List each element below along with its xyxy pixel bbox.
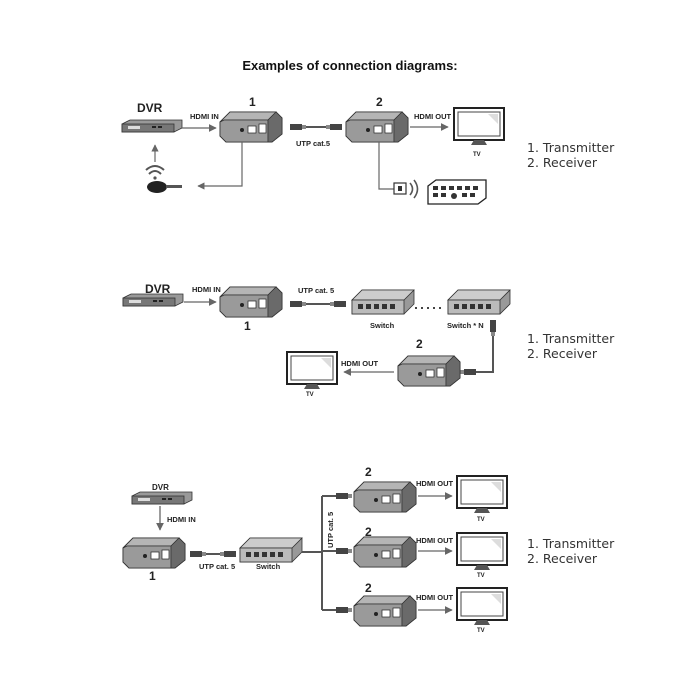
legend-receiver: 2. Receiver	[527, 155, 597, 170]
legend-receiver: 2. Receiver	[527, 346, 597, 361]
legend-receiver: 2. Receiver	[527, 551, 597, 566]
hdmi-out-label: HDMI OUT	[341, 359, 378, 368]
receiver-device	[397, 355, 461, 387]
legend-diagram-3: 1. Transmitter 2. Receiver	[527, 536, 614, 566]
tv-icon	[286, 351, 338, 390]
tv-icon	[456, 587, 508, 626]
receiver-number: 2	[416, 337, 423, 351]
rj45-plug-icon	[336, 493, 352, 499]
dvr-device	[131, 491, 193, 505]
rj45-plug-icon	[190, 551, 206, 557]
switch-device	[351, 289, 415, 315]
switch-label: Switch	[370, 321, 395, 330]
diagram-1: DVR HDMI IN 1 UTP cat.5 2 HDMI OUT TV	[121, 95, 505, 205]
legend-transmitter: 1. Transmitter	[527, 536, 615, 551]
legend-diagram-1: 1. Transmitter 2. Receiver	[527, 140, 614, 170]
switch-label: Switch	[256, 562, 281, 571]
rj45-plug-icon	[460, 369, 476, 375]
rj45-plug-icon	[220, 551, 236, 557]
hdmi-in-label: HDMI IN	[192, 285, 221, 294]
diagram-3: DVR HDMI IN 1 UTP cat. 5 Switch UTP cat.…	[122, 465, 508, 634]
rj45-plug-icon	[290, 301, 306, 307]
rj45-plug-icon	[336, 548, 352, 554]
dvr-label: DVR	[137, 101, 163, 115]
hdmi-in-label: HDMI IN	[190, 112, 219, 121]
transmitter-device	[219, 111, 283, 143]
utp-label: UTP cat. 5	[298, 286, 334, 295]
hdmi-out-label: HDMI OUT	[416, 479, 453, 488]
receiver-number: 2	[376, 95, 383, 109]
rj45-plug-icon	[326, 124, 342, 130]
rj45-plug-icon	[490, 320, 496, 336]
legend-transmitter: 1. Transmitter	[527, 331, 615, 346]
hdmi-in-label: HDMI IN	[167, 515, 196, 524]
hdmi-out-label: HDMI OUT	[414, 112, 451, 121]
transmitter-number: 1	[249, 95, 256, 109]
utp-cable	[474, 336, 494, 373]
receiver-device	[353, 481, 417, 513]
tv-icon	[456, 532, 508, 571]
switch-device	[239, 537, 303, 563]
dvr-device	[121, 119, 183, 133]
tv-icon	[453, 107, 505, 146]
wireless-signal-icon	[145, 165, 165, 180]
ir-cable	[197, 142, 243, 190]
ir-receiver-icon	[147, 181, 182, 193]
rj45-plug-icon	[330, 301, 346, 307]
receiver-device	[353, 536, 417, 568]
legend-diagram-2: 1. Transmitter 2. Receiver	[527, 331, 614, 361]
diagram-2: DVR HDMI IN 1 UTP cat. 5 Switch Switch *…	[122, 282, 511, 398]
hdmi-out-label: HDMI OUT	[416, 536, 453, 545]
ir-emitter-cable	[378, 142, 395, 190]
receiver-device	[353, 595, 417, 627]
switch-n-label: Switch * N	[447, 321, 484, 330]
tv-label: TV	[477, 628, 485, 634]
transmitter-number: 1	[244, 319, 251, 333]
hdmi-out-label: HDMI OUT	[416, 593, 453, 602]
dvr-device	[122, 293, 184, 307]
utp-label: UTP cat. 5	[199, 562, 235, 571]
tv-label: TV	[477, 517, 485, 523]
ir-emitter-icon	[393, 182, 407, 195]
rj45-plug-icon	[290, 124, 306, 130]
receiver-number: 2	[365, 581, 372, 595]
wireless-signal-icon	[409, 179, 419, 199]
page-title: Examples of connection diagrams:	[242, 58, 458, 73]
dvr-label: DVR	[152, 483, 169, 492]
remote-control-icon	[427, 179, 487, 205]
transmitter-device	[122, 537, 186, 569]
tv-icon	[456, 475, 508, 514]
tv-label: TV	[306, 392, 314, 398]
legend-transmitter: 1. Transmitter	[527, 140, 615, 155]
transmitter-device	[219, 286, 283, 318]
receiver-number: 2	[365, 465, 372, 479]
utp-label: UTP cat.5	[296, 139, 330, 148]
receiver-device	[345, 111, 409, 143]
dvr-label: DVR	[145, 282, 171, 296]
tv-label: TV	[473, 152, 481, 158]
rj45-plug-icon	[336, 607, 352, 613]
tv-label: TV	[477, 573, 485, 579]
switch-n-device	[447, 289, 511, 315]
receiver-number: 2	[365, 525, 372, 539]
utp-label: UTP cat. 5	[326, 512, 335, 548]
transmitter-number: 1	[149, 569, 156, 583]
